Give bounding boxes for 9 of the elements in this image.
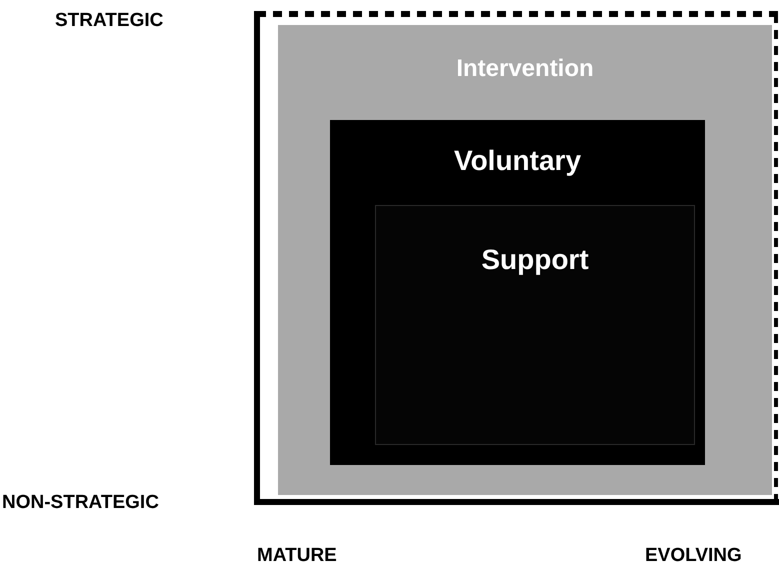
axis-label: STRATEGIC	[55, 10, 164, 32]
axis-label: NON-STRATEGIC	[2, 492, 159, 514]
axis-label: EVOLVING	[645, 545, 742, 567]
nested-panel	[375, 205, 695, 445]
panel-title: Support	[480, 244, 590, 276]
axis-label: MATURE	[257, 545, 337, 567]
inner-panel	[330, 120, 705, 465]
panel-title: Voluntary	[452, 145, 582, 177]
panel-title: Intervention	[455, 55, 595, 83]
